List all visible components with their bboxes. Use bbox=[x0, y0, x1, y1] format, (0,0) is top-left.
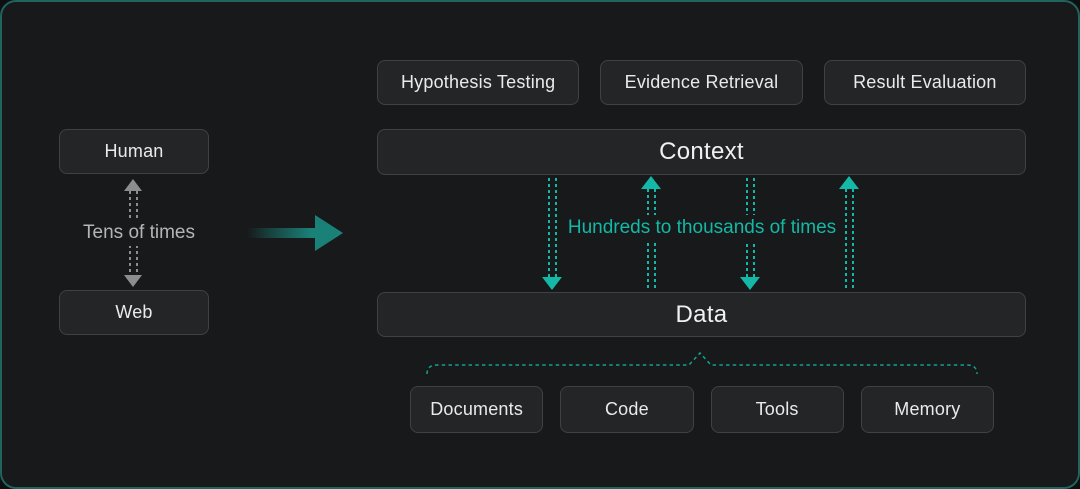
agent-panel: Hypothesis Testing Evidence Retrieval Re… bbox=[377, 2, 1026, 487]
arrow-up-head-icon bbox=[124, 179, 142, 191]
bottom-row: Documents Code Tools Memory bbox=[410, 386, 994, 433]
memory-box: Memory bbox=[860, 386, 994, 433]
tools-box: Tools bbox=[710, 386, 844, 433]
code-box: Code bbox=[560, 386, 694, 433]
flow-arrow-tip bbox=[315, 215, 343, 251]
arrow-down-head-icon bbox=[124, 275, 142, 287]
hypothesis-testing-box: Hypothesis Testing bbox=[377, 60, 580, 105]
flow-arrow-icon bbox=[247, 215, 343, 251]
hundreds-of-times-label: Hundreds to thousands of times bbox=[559, 215, 845, 241]
flow-arrow-shaft bbox=[247, 228, 315, 238]
tens-of-times-label: Tens of times bbox=[75, 220, 203, 246]
context-bar: Context bbox=[377, 129, 1026, 175]
brace-connector-icon bbox=[426, 351, 978, 375]
data-bar: Data bbox=[377, 292, 1026, 337]
top-row: Hypothesis Testing Evidence Retrieval Re… bbox=[377, 60, 1026, 105]
documents-box: Documents bbox=[410, 386, 544, 433]
evidence-retrieval-box: Evidence Retrieval bbox=[600, 60, 803, 105]
human-box: Human bbox=[59, 129, 209, 174]
web-box: Web bbox=[59, 290, 209, 335]
dashed-down-arrow-icon bbox=[542, 178, 562, 290]
dashed-up-arrow-icon bbox=[839, 176, 859, 290]
result-evaluation-box: Result Evaluation bbox=[823, 60, 1026, 105]
